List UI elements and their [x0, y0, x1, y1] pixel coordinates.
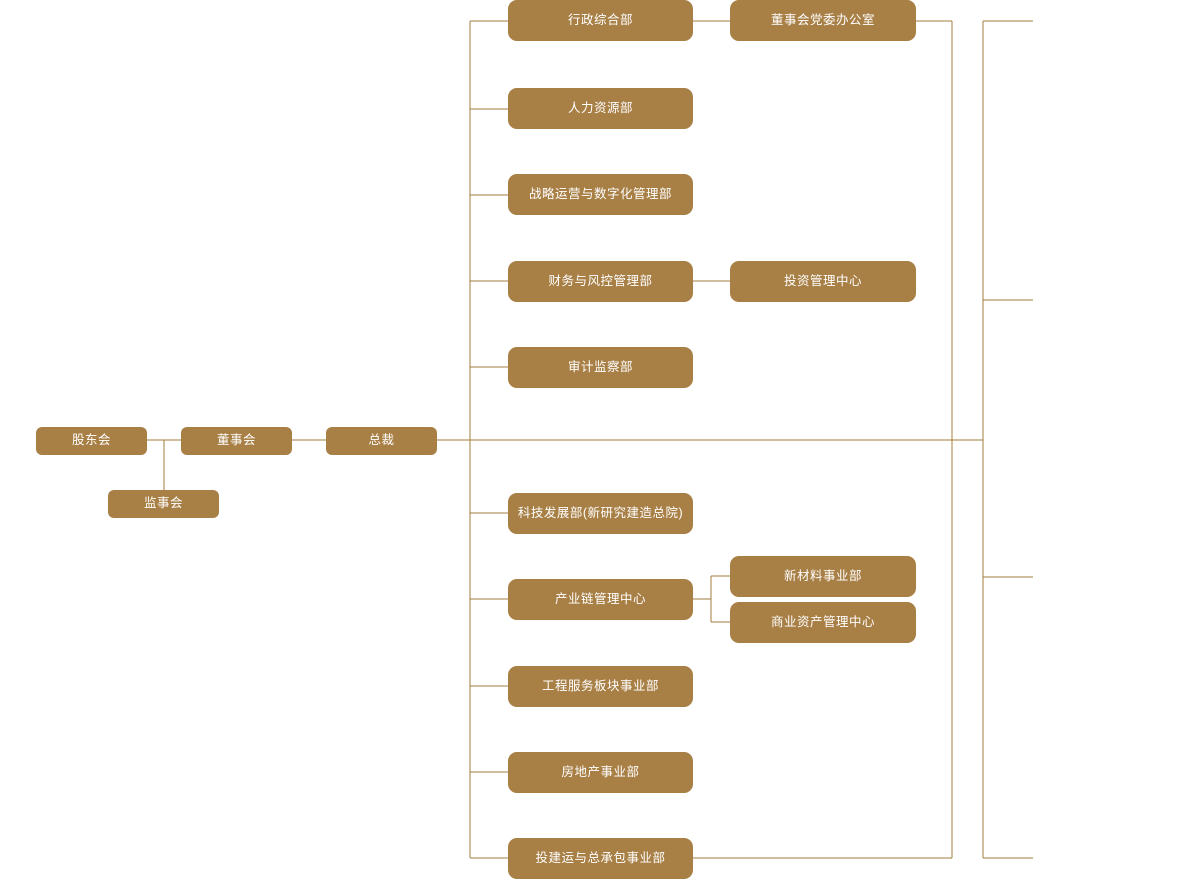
node-department-realestate[interactable]: 房地产事业部 [508, 752, 693, 793]
node-department-audit[interactable]: 审计监察部 [508, 347, 693, 388]
node-label: 董事会党委办公室 [770, 12, 875, 27]
node-label: 行政综合部 [567, 12, 633, 27]
node-department-engineering[interactable]: 工程服务板块事业部 [508, 666, 693, 707]
node-president[interactable]: 总裁 [326, 427, 437, 455]
node-label: 人力资源部 [567, 100, 633, 115]
node-subunit-board-party-office[interactable]: 董事会党委办公室 [730, 0, 916, 41]
node-label: 工程服务板块事业部 [541, 678, 659, 693]
node-label: 科技发展部(新研究建造总院) [517, 505, 684, 520]
node-label: 投建运与总承包事业部 [535, 850, 666, 865]
node-label: 审计监察部 [567, 359, 633, 374]
node-label: 投资管理中心 [783, 273, 862, 288]
node-department-strategy[interactable]: 战略运营与数字化管理部 [508, 174, 693, 215]
node-label: 商业资产管理中心 [770, 614, 875, 629]
node-label: 董事会 [216, 433, 256, 448]
node-label: 产业链管理中心 [554, 591, 646, 606]
node-subunit-investment-center[interactable]: 投资管理中心 [730, 261, 916, 302]
node-subunit-commercial-assets[interactable]: 商业资产管理中心 [730, 602, 916, 643]
node-department-epc[interactable]: 投建运与总承包事业部 [508, 838, 693, 879]
node-label: 总裁 [368, 433, 395, 448]
node-label: 新材料事业部 [783, 568, 862, 583]
node-label: 房地产事业部 [561, 764, 640, 779]
node-shareholders-meeting[interactable]: 股东会 [36, 427, 147, 455]
node-label: 财务与风控管理部 [548, 273, 653, 288]
node-department-chain[interactable]: 产业链管理中心 [508, 579, 693, 620]
node-subunit-new-materials[interactable]: 新材料事业部 [730, 556, 916, 597]
node-label: 股东会 [71, 433, 111, 448]
node-label: 战略运营与数字化管理部 [528, 186, 672, 201]
node-label: 监事会 [143, 496, 183, 511]
node-board-of-directors[interactable]: 董事会 [181, 427, 292, 455]
node-department-admin[interactable]: 行政综合部 [508, 0, 693, 41]
node-board-of-supervisors[interactable]: 监事会 [108, 490, 219, 518]
node-department-finance[interactable]: 财务与风控管理部 [508, 261, 693, 302]
node-department-tech[interactable]: 科技发展部(新研究建造总院) [508, 493, 693, 534]
node-department-hr[interactable]: 人力资源部 [508, 88, 693, 129]
